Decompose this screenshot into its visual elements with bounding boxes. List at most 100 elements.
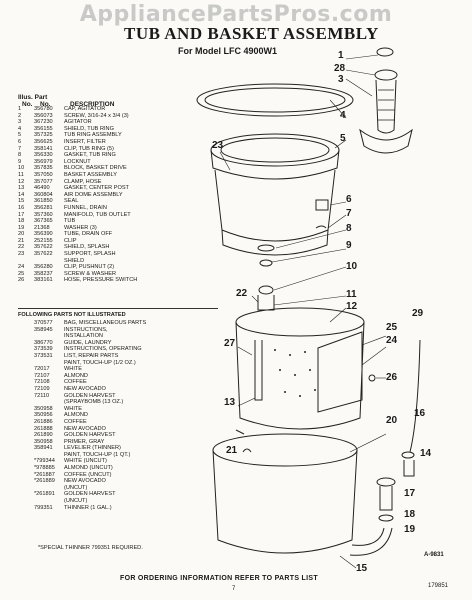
part-number: 72017: [34, 366, 50, 373]
callout-24: 24: [386, 335, 398, 346]
part-number: 357835: [34, 165, 53, 172]
header-illus: Illus. Part: [18, 94, 48, 101]
callout-1: 1: [338, 50, 344, 61]
header-no2: No.: [40, 101, 51, 108]
callout-12: 12: [346, 301, 358, 312]
clip: [242, 448, 252, 453]
tub-ring-gasket: [257, 244, 275, 252]
part-description: CLAMP, HOSE: [64, 178, 102, 185]
parts-row: SHIELD: [18, 258, 223, 265]
not-illustrated-row: INSTALLATION: [18, 333, 223, 340]
callout-5: 5: [340, 133, 346, 144]
illus-number: 15: [18, 198, 25, 205]
part-number: 357077: [34, 178, 53, 185]
illus-number: 24: [18, 264, 25, 271]
part-description: ALMOND: [64, 412, 88, 419]
part-description: SHIELD, TUB RING: [64, 125, 114, 132]
parts-row: 5 357325 TUB RING ASSEMBLY: [18, 132, 223, 139]
part-description: GUIDE, LAUNDRY: [64, 339, 112, 346]
air-dome-assembly: [403, 460, 415, 477]
not-illustrated-row: 72107 ALMOND: [18, 373, 223, 380]
callout-6: 6: [346, 194, 352, 205]
part-number: 72108: [34, 379, 50, 386]
part-number: 373539: [34, 346, 53, 353]
illus-number: 13: [18, 185, 25, 192]
part-description: ALMOND: [64, 372, 88, 379]
part-description: COFFEE (UNCUT): [64, 471, 112, 478]
part-number: 356330: [34, 152, 53, 159]
part-number: 356280: [34, 264, 53, 271]
special-note: *SPECIAL THINNER 799351 REQUIRED.: [38, 545, 143, 551]
part-number: 357050: [34, 171, 53, 178]
part-description: CLIP, PUSHNUT (2): [64, 264, 115, 271]
callout-19: 19: [404, 524, 416, 535]
part-description: TUB RING ASSEMBLY: [64, 132, 122, 139]
illus-number: 9: [18, 158, 22, 165]
part-number: 21368: [34, 224, 50, 231]
callout-8: 8: [346, 223, 352, 234]
callout-17: 17: [404, 488, 416, 499]
part-description: NEW AVOCADO: [64, 385, 106, 392]
callout-16: 16: [414, 408, 426, 419]
illus-number: 1: [18, 106, 22, 112]
part-description: PAINT, TOUCH-UP (1/2 OZ.): [64, 359, 136, 366]
part-number: 356155: [34, 125, 53, 132]
part-description: AGITATOR: [64, 119, 92, 126]
part-description: INSTRUCTIONS,: [64, 326, 108, 333]
part-description: AIR DOME ASSEMBLY: [64, 191, 123, 198]
callout-26: 26: [386, 372, 398, 383]
part-description: WHITE (UNCUT): [64, 458, 107, 465]
callout-29: 29: [412, 308, 424, 319]
drain-funnel: [401, 451, 415, 459]
part-description: INSTALLATION: [64, 333, 103, 340]
part-description: COFFEE: [64, 379, 87, 386]
part-description: (UNCUT): [64, 498, 88, 505]
part-number: 356780: [34, 106, 53, 112]
agitator-base: [359, 128, 413, 154]
part-description: WHITE: [64, 405, 83, 412]
part-number: 386770: [34, 339, 53, 346]
part-number: 358945: [34, 326, 53, 333]
part-number: 373531: [34, 352, 53, 359]
part-description: MANIFOLD, TUB OUTLET: [64, 211, 131, 218]
illus-number: 21: [18, 237, 25, 244]
part-number: *799344: [34, 458, 55, 465]
illus-number: 2: [18, 112, 22, 119]
part-number: 350956: [34, 412, 53, 419]
illus-number: 25: [18, 270, 25, 277]
part-description: SCREW, 3/16-24 x 3/4 (3): [64, 112, 129, 119]
illus-number: 5: [18, 132, 22, 139]
agitator-screw: [235, 429, 245, 435]
part-number: 357325: [34, 132, 53, 139]
filter-insert: [315, 199, 329, 211]
part-number: *261891: [34, 491, 55, 498]
not-illustrated-row: 358945 INSTRUCTIONS,: [18, 327, 223, 334]
illus-number: 18: [18, 218, 25, 225]
footer-note: FOR ORDERING INFORMATION REFER TO PARTS …: [120, 575, 318, 582]
diagram-id: A-9831: [424, 552, 444, 558]
part-description: NEW AVOCADO: [64, 478, 106, 485]
part-description: INSERT, FILTER: [64, 138, 106, 145]
illus-number: 8: [18, 152, 22, 159]
part-description: CAP, AGITATOR: [64, 106, 106, 112]
splash-shield: [214, 169, 336, 242]
part-number: 72107: [34, 372, 50, 379]
part-description: GASKET, TUB RING: [64, 152, 116, 159]
